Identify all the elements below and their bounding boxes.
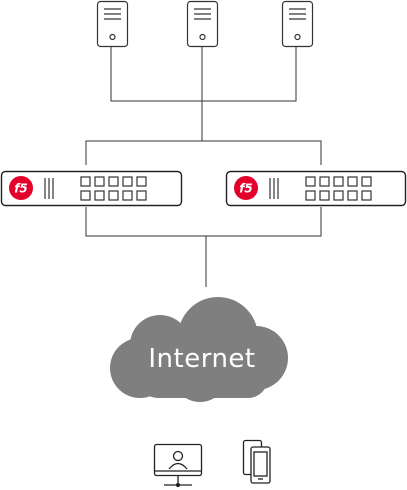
lb-bottom-connector (85, 207, 322, 237)
internet-cloud: Internet (110, 297, 288, 402)
status-bars-icon (269, 178, 279, 199)
connector-lines (85, 47, 322, 287)
server-icon (186, 0, 219, 48)
f5-appliance-icon (225, 170, 407, 207)
server-icon (281, 0, 314, 48)
lb-top-connector (85, 140, 322, 165)
f5-logo-text: f5 (239, 182, 253, 196)
desktop-user-icon (153, 443, 203, 488)
f5-logo-icon: f5 (234, 176, 258, 200)
status-bars-icon (44, 178, 54, 199)
load-balancer-2: f5 (225, 170, 407, 207)
server-2 (186, 0, 219, 48)
cloud-label: Internet (148, 344, 255, 374)
f5-logo-text: f5 (14, 182, 28, 196)
server-3 (281, 0, 314, 48)
f5-logo-icon: f5 (9, 176, 33, 200)
cloud-icon (110, 297, 288, 402)
server-connector (110, 47, 297, 102)
mobile-client (242, 439, 271, 484)
server-1 (96, 0, 129, 48)
desktop-client (153, 443, 203, 488)
ports-icon (305, 176, 372, 201)
load-balancer-1: f5 (0, 170, 183, 207)
server-icon (96, 0, 129, 48)
mobile-devices-icon (242, 439, 271, 484)
ports-icon (80, 176, 147, 201)
